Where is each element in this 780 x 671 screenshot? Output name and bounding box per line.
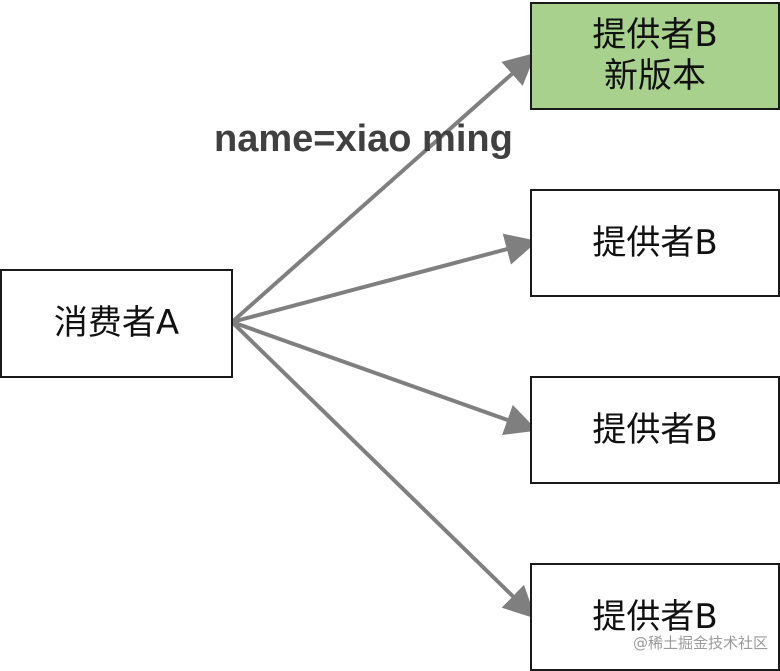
arrow-to-provider-2 (231, 233, 538, 324)
provider-label: 提供者B (592, 222, 718, 263)
provider-node: 提供者B (530, 563, 780, 671)
provider-label: 提供者B (592, 409, 718, 450)
arrow-to-provider-1 (230, 52, 536, 324)
provider-label: 提供者B (592, 596, 718, 637)
provider-node: 提供者B (530, 376, 780, 484)
arrow-to-provider-3 (231, 320, 538, 436)
consumer-node: 消费者A (0, 269, 233, 378)
provider-version-label: 新版本 (604, 56, 706, 96)
routing-condition-label: name=xiao ming (214, 118, 513, 160)
consumer-label: 消费者A (53, 303, 180, 344)
provider-label: 提供者B (592, 15, 718, 56)
provider-node: 提供者B (530, 189, 780, 297)
provider-node-new-version: 提供者B 新版本 (530, 2, 780, 110)
arrow-to-provider-4 (230, 320, 536, 619)
watermark: @稀土掘金技术社区 (632, 634, 768, 652)
